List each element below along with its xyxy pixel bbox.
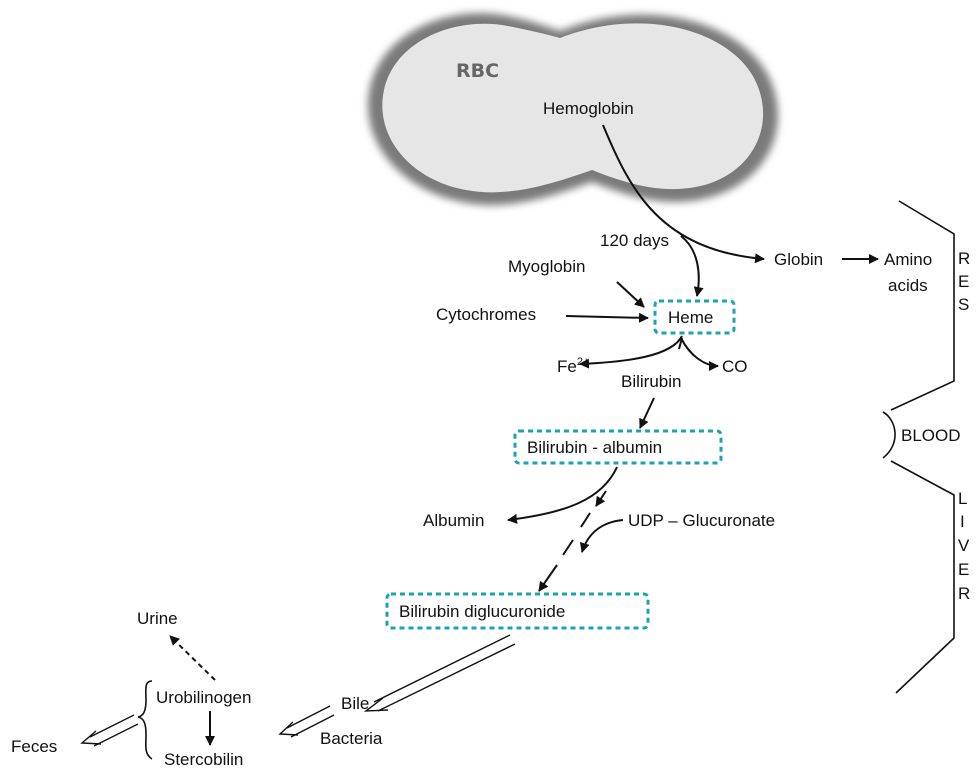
rbc-label: RBC [456, 60, 499, 82]
udp-glucuronate-label: UDP – Glucuronate [628, 511, 775, 530]
bilirubin-albumin-label: Bilirubin - albumin [527, 438, 662, 457]
stercobilin-label: Stercobilin [164, 750, 243, 769]
branch-to-heme-arrow [680, 235, 704, 297]
udp-glucuronate-arrow [579, 519, 624, 553]
cytochromes-to-heme-arrow [565, 312, 649, 323]
feces-label: Feces [11, 737, 57, 756]
to-urobilinogen-hollow-arrow [278, 705, 335, 738]
bilirubin-to-complex-arrow [639, 397, 655, 429]
rbc-cell [367, 13, 778, 206]
heme-to-bilirubin-line [678, 337, 683, 350]
blood-label: BLOOD [901, 426, 961, 445]
iron-label: Fe2+ [557, 356, 589, 376]
liver-letter-r: R [958, 584, 970, 603]
to-diglucuronide-arrow [538, 564, 558, 592]
urobilinogen-stercobilin-brace [137, 680, 153, 760]
bilirubin-albumin-box [513, 429, 723, 465]
blood-bracket [882, 411, 896, 459]
liver-bracket [890, 460, 955, 694]
hemoglobin-label: Hemoglobin [543, 99, 634, 118]
liver-letter-i: I [960, 512, 965, 531]
to-albumin-arrow [507, 466, 618, 524]
bilirubin-diglucuronide-label: Bilirubin diglucuronide [399, 602, 565, 621]
heme-label: Heme [668, 308, 713, 327]
albumin-label: Albumin [423, 511, 484, 530]
myoglobin-to-heme-arrow [616, 281, 645, 308]
liver-letter-v: V [958, 536, 970, 555]
hemoglobin-to-globin-arrow [602, 124, 765, 264]
heme-to-iron-arrow [579, 335, 683, 369]
res-letter-s: S [958, 295, 969, 314]
bacteria-label: Bacteria [320, 729, 383, 748]
conjugation-dash-2 [562, 539, 574, 556]
to-bile-hollow-arrow [363, 634, 516, 712]
to-urine-dashed-arrow [169, 635, 216, 681]
liver-letter-l: L [958, 489, 967, 508]
amino-acids-label-1: Amino [884, 250, 932, 269]
myoglobin-label: Myoglobin [508, 257, 586, 276]
urine-label: Urine [137, 609, 178, 628]
globin-label: Globin [774, 250, 823, 269]
res-letter-e: E [958, 272, 969, 291]
bilirubin-diglucuronide-box [385, 592, 650, 630]
amino-acids-label-2: acids [888, 276, 928, 295]
conjugation-dash-1 [580, 512, 591, 528]
cytochromes-label: Cytochromes [436, 305, 536, 324]
urobilinogen-label: Urobilinogen [156, 688, 251, 707]
co-label: CO [722, 357, 748, 376]
res-letter-r: R [958, 249, 970, 268]
complex-to-conjugation-arrow [595, 490, 607, 507]
heme-to-co-arrow [680, 337, 719, 371]
liver-letter-e: E [958, 560, 969, 579]
res-bracket [890, 200, 955, 411]
bilirubin-label: Bilirubin [621, 372, 681, 391]
to-feces-hollow-arrow [80, 714, 139, 747]
bile-label: Bile [341, 694, 369, 713]
lifespan-label: 120 days [600, 231, 669, 250]
